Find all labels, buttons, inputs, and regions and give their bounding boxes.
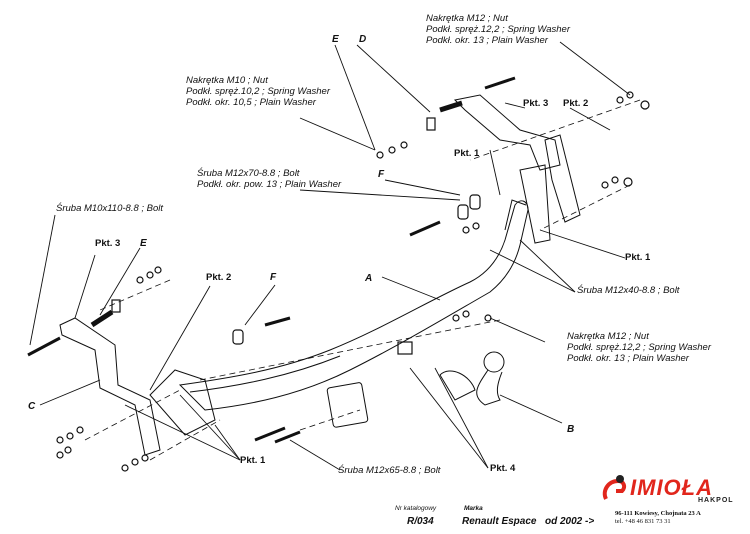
logo-name: IMIOŁA bbox=[630, 475, 713, 500]
point-marker: Pkt. 3 bbox=[95, 238, 121, 249]
part-letter: E bbox=[140, 238, 147, 249]
label-line: Podkł. spręż.12,2 ; Spring Washer bbox=[426, 24, 570, 35]
point-marker: Pkt. 3 bbox=[523, 98, 549, 109]
label-line: Nakrętka M10 ; Nut bbox=[186, 75, 268, 86]
point-marker: Pkt. 1 bbox=[454, 148, 480, 159]
catalog-label: Nr katalogowy bbox=[395, 505, 437, 512]
left-bracket bbox=[59, 317, 161, 456]
label-bolt-m12x40: Śruba M12x40-8.8 ; Bolt bbox=[577, 285, 680, 296]
vehicle-year: od 2002 -> bbox=[545, 516, 595, 527]
label-line: Śruba M12x70-8.8 ; Bolt bbox=[197, 168, 300, 179]
phone-line: tel. +48 46 831 73 31 bbox=[615, 518, 671, 525]
label-line: Podkł. okr. 13 ; Plain Washer bbox=[426, 35, 548, 46]
tow-hook-icon bbox=[602, 475, 627, 500]
label-nut-m12-right: Nakrętka M12 ; Nut Podkł. spręż.12,2 ; S… bbox=[567, 331, 711, 364]
label-line: Podkł. okr. 13 ; Plain Washer bbox=[567, 353, 689, 364]
point-marker: Pkt. 1 bbox=[240, 455, 266, 466]
address-line: 96-111 Kowiesy, Chojnata 23 A bbox=[615, 510, 701, 517]
label-line: Podkł. spręż.10,2 ; Spring Washer bbox=[186, 86, 330, 97]
part-letter: A bbox=[365, 273, 373, 284]
label-bolt-m12x65: Śruba M12x65-8.8 ; Bolt bbox=[338, 465, 441, 476]
label-bolt-m10x110: Śruba M10x110-8.8 ; Bolt bbox=[56, 203, 164, 214]
tow-ball bbox=[483, 351, 505, 373]
point-marker: Pkt. 2 bbox=[563, 98, 589, 109]
point-marker: Pkt. 4 bbox=[490, 463, 516, 474]
part-letter: C bbox=[28, 401, 36, 412]
label-line: Nakrętka M12 ; Nut bbox=[567, 331, 649, 342]
brand-label: Marka bbox=[464, 505, 483, 512]
point-marker: Pkt. 2 bbox=[206, 272, 232, 283]
part-letter: E bbox=[332, 34, 339, 45]
label-line: Podkł. okr. 10,5 ; Plain Washer bbox=[186, 97, 316, 108]
label-line: Podkł. spręż.12,2 ; Spring Washer bbox=[567, 342, 711, 353]
catalog-number: R/034 bbox=[407, 516, 434, 527]
label-nut-m10: Nakrętka M10 ; Nut Podkł. spręż.10,2 ; S… bbox=[186, 75, 330, 108]
part-letter: F bbox=[378, 169, 385, 180]
label-bolt-m12x70: Śruba M12x70-8.8 ; Bolt Podkł. okr. pow.… bbox=[197, 168, 341, 190]
crossbar-a bbox=[178, 200, 529, 411]
company-address: 96-111 Kowiesy, Chojnata 23 A tel. +48 4… bbox=[615, 510, 701, 526]
part-letter: B bbox=[567, 424, 575, 435]
part-letter: F bbox=[270, 272, 277, 283]
socket-plate bbox=[326, 382, 369, 428]
point-marker: Pkt. 1 bbox=[625, 252, 651, 263]
company-logo: IMIOŁA HAKPOL bbox=[600, 473, 745, 518]
part-letter: D bbox=[359, 34, 367, 45]
label-nut-m12-top: Nakrętka M12 ; Nut Podkł. spręż.12,2 ; S… bbox=[426, 13, 570, 46]
label-line: Podkł. okr. pow. 13 ; Plain Washer bbox=[197, 179, 342, 190]
vehicle-name: Renault Espace bbox=[462, 516, 537, 527]
logo-sub: HAKPOL bbox=[698, 497, 734, 504]
label-line: Nakrętka M12 ; Nut bbox=[426, 13, 508, 24]
